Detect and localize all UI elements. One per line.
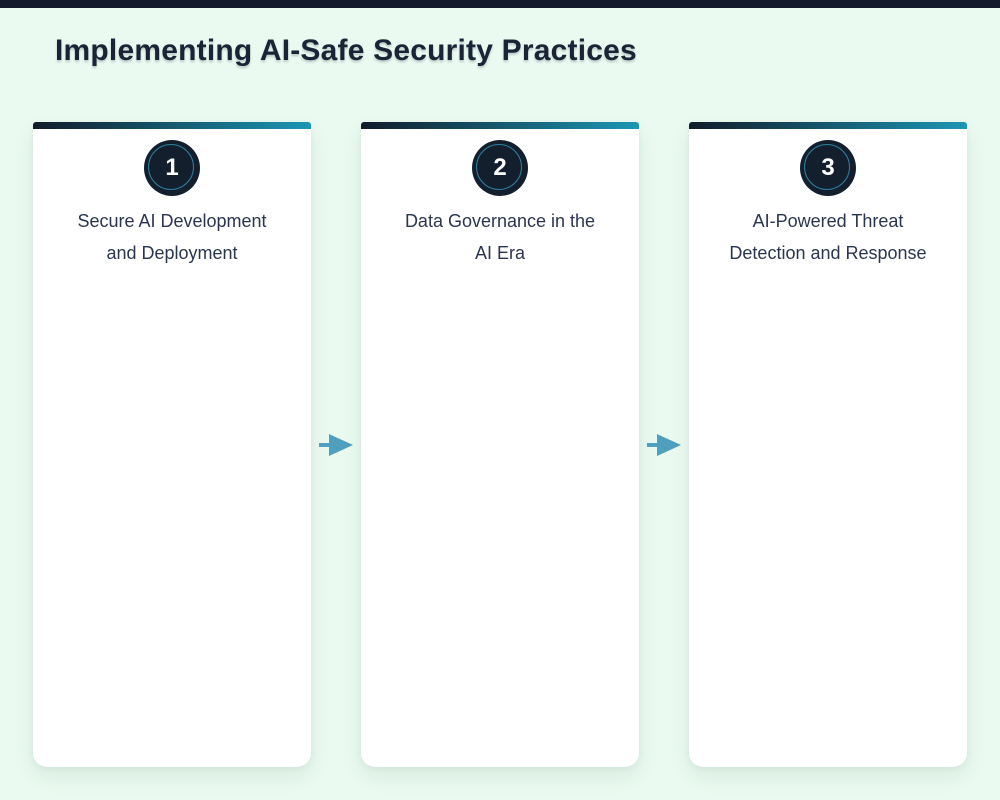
step-title: Secure AI Development and Deployment xyxy=(33,205,311,269)
page-title: Implementing AI-Safe Security Practices xyxy=(55,34,637,67)
arrow-right-icon xyxy=(319,434,353,456)
step-title-line: AI Era xyxy=(474,243,526,263)
badge-ring xyxy=(148,144,194,190)
arrow-right-icon xyxy=(647,434,681,456)
step-card-3: 3 AI-Powered Threat Detection and Respon… xyxy=(689,122,967,767)
step-number-badge: 3 xyxy=(800,140,856,196)
step-number: 3 xyxy=(821,154,835,181)
step-number: 2 xyxy=(493,154,507,181)
step-number: 1 xyxy=(165,154,179,181)
step-title-line: Detection and Response xyxy=(729,243,927,263)
step-title-line: AI-Powered Threat xyxy=(752,211,904,231)
badge-ring xyxy=(476,144,522,190)
step-title-line: Secure AI Development xyxy=(77,211,267,231)
step-number-badge: 2 xyxy=(472,140,528,196)
step-title: AI-Powered Threat Detection and Response xyxy=(689,205,967,269)
step-card-1: 1 Secure AI Development and Deployment xyxy=(33,122,311,767)
card-accent-bar xyxy=(689,122,967,129)
step-title: Data Governance in the AI Era xyxy=(361,205,639,269)
badge-ring xyxy=(804,144,850,190)
step-card-2: 2 Data Governance in the AI Era xyxy=(361,122,639,767)
page-top-bar xyxy=(0,0,1000,8)
step-title-line: and Deployment xyxy=(106,243,238,263)
card-accent-bar xyxy=(361,122,639,129)
step-title-line: Data Governance in the xyxy=(404,211,596,231)
card-accent-bar xyxy=(33,122,311,129)
step-number-badge: 1 xyxy=(144,140,200,196)
